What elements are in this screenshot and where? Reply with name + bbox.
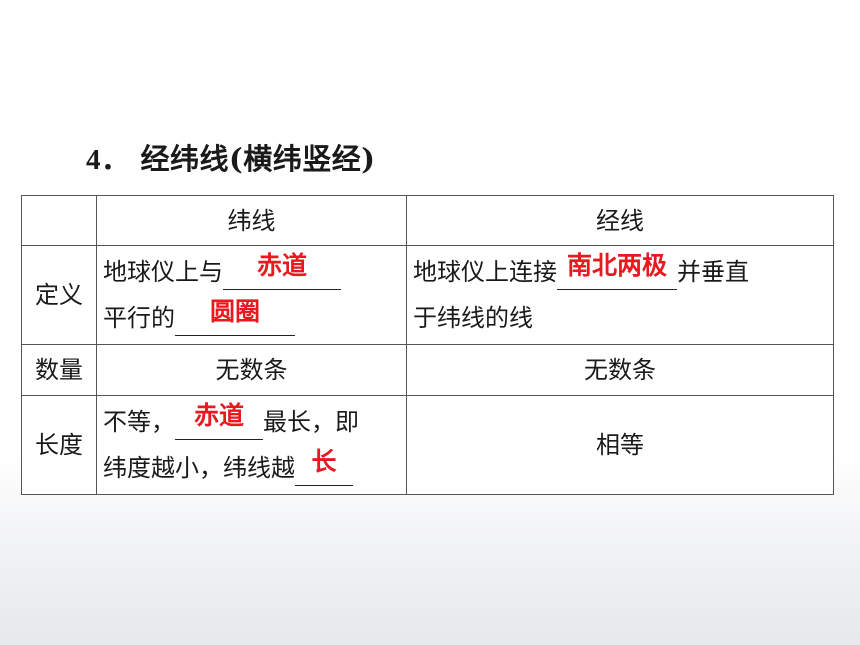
weft-definition-line-2: 平行的 圆圈 <box>103 295 400 341</box>
weft-count-cell: 无数条 <box>96 344 407 396</box>
weft-length-line-1: 不等， 赤道最长，即 <box>103 399 400 445</box>
header-warp-cell: 经线 <box>406 195 834 246</box>
section-title: 经纬线(横纬竖经) <box>140 142 376 176</box>
warp-definition-line-2: 于纬线的线 <box>413 304 533 332</box>
weft-len-prefix-2: 纬度越小，纬线越 <box>103 454 295 482</box>
row-label-length: 长度 <box>21 395 97 495</box>
warp-definition-line-1: 地球仪上连接南北两极并垂直 <box>413 249 827 295</box>
warp-definition-cell: 地球仪上连接南北两极并垂直 于纬线的线 <box>406 245 834 345</box>
weft-definition-line-1: 地球仪上与 赤道 <box>103 249 400 295</box>
warp-length-cell: 相等 <box>406 395 834 495</box>
weft-def-blank-2: 圆圈 <box>175 297 295 336</box>
weft-def-blank-1: 赤道 <box>223 251 341 290</box>
section-number: 4． <box>86 144 131 176</box>
table-row-length: 长度 不等， 赤道最长，即 纬度越小，纬线越长 相等 <box>21 395 834 495</box>
weft-len-blank-2: 长 <box>295 447 353 486</box>
warp-def-prefix: 地球仪上连接 <box>413 258 557 286</box>
warp-def-suffix: 并垂直 <box>677 258 749 286</box>
header-weft-cell: 纬线 <box>96 195 407 246</box>
weft-def-answer-2: 圆圈 <box>209 297 260 326</box>
weft-len-blank-1: 赤道 <box>175 401 263 440</box>
warp-def-blank: 南北两极 <box>557 251 677 290</box>
weft-len-answer-2: 长 <box>311 447 337 476</box>
warp-def-answer: 南北两极 <box>566 251 667 280</box>
weft-len-suffix-1: 最长，即 <box>263 408 359 436</box>
table-row-count: 数量 无数条 无数条 <box>21 344 834 396</box>
row-label-definition: 定义 <box>21 245 97 345</box>
section-heading: 4． 经纬线(横纬竖经) <box>86 136 375 178</box>
table-row-definition: 定义 地球仪上与 赤道 平行的 圆圈 地球仪上连接南北两极并垂直 于纬线的线 <box>21 245 834 345</box>
weft-definition-cell: 地球仪上与 赤道 平行的 圆圈 <box>96 245 407 345</box>
table-header-row: 纬线 经线 <box>21 195 834 246</box>
weft-len-answer-1: 赤道 <box>193 401 244 430</box>
weft-len-prefix-1: 不等， <box>103 408 175 436</box>
weft-length-cell: 不等， 赤道最长，即 纬度越小，纬线越长 <box>96 395 407 495</box>
weft-length-line-2: 纬度越小，纬线越长 <box>103 445 400 491</box>
latitude-longitude-table: 纬线 经线 定义 地球仪上与赤道 平行的圆圈 地球仪上连接南北两极并垂直 于纬线… <box>21 195 834 495</box>
weft-def-prefix-2: 平行的 <box>103 304 175 332</box>
weft-def-answer-1: 赤道 <box>256 251 307 280</box>
weft-def-prefix-1: 地球仪上与 <box>103 258 223 286</box>
row-label-count: 数量 <box>21 344 97 396</box>
warp-count-cell: 无数条 <box>406 344 834 396</box>
header-empty-cell <box>21 195 97 246</box>
